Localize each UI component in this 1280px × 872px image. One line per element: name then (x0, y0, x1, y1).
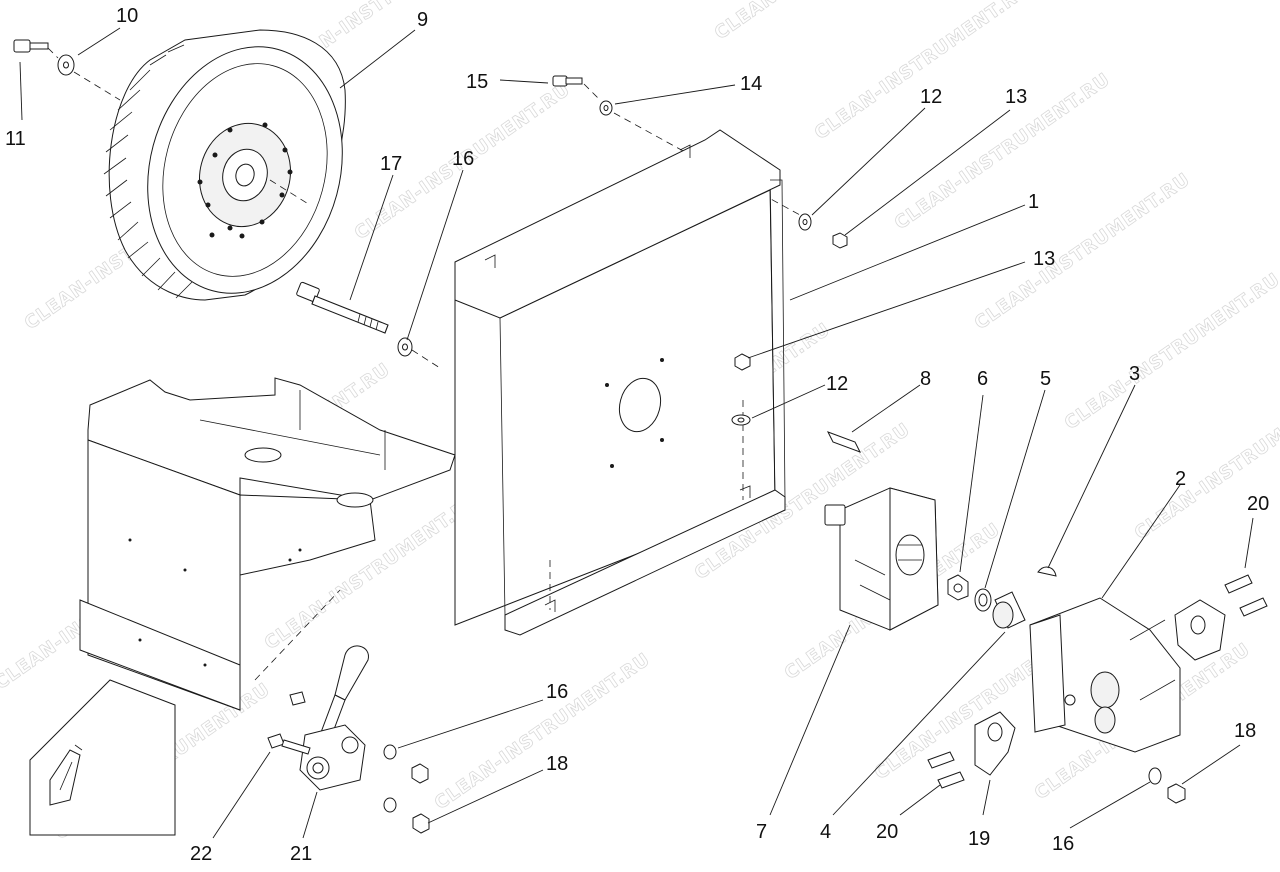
callout-16-top: 16 (452, 148, 474, 170)
watermark-text: CLEAN-INSTRUMENT.RU (711, 0, 934, 44)
screws-20-right (1224, 574, 1268, 617)
callout-18-right: 18 (1234, 720, 1256, 742)
bolt-11 (13, 39, 49, 53)
washer-10 (57, 54, 75, 76)
callout-4: 4 (820, 821, 831, 843)
callout-7: 7 (756, 821, 767, 843)
ring-5 (974, 588, 992, 612)
callout-20-right: 20 (1247, 493, 1269, 515)
washer-16-top (397, 337, 413, 357)
callout-22: 22 (190, 843, 212, 865)
watermark-text: CLEAN-INSTRUMENT.RU (1131, 379, 1280, 544)
callout-21: 21 (290, 843, 312, 865)
nut-13-mid (734, 353, 751, 371)
pump-bracket (824, 487, 939, 631)
watermark-text: CLEAN-INSTRUMENT.RU (1061, 269, 1280, 434)
fitting-right (1174, 599, 1226, 661)
bolt-15 (552, 75, 583, 87)
screws-20-bottom (927, 751, 965, 789)
housing-panel (454, 129, 786, 636)
blower-wheel (103, 29, 346, 301)
nut-6 (947, 574, 969, 601)
hydraulic-pump (1029, 597, 1181, 753)
nut-13-top (832, 232, 848, 249)
callout-13-top: 13 (1005, 86, 1027, 108)
callout-6: 6 (977, 368, 988, 390)
callout-2: 2 (1175, 468, 1186, 490)
callout-20-bottom: 20 (876, 821, 898, 843)
washer-14 (599, 100, 613, 116)
callout-9: 9 (417, 9, 428, 31)
key-3 (1037, 566, 1057, 577)
callouts: 1 2 3 4 5 6 7 8 9 10 11 12 12 13 13 14 1… (5, 5, 1269, 865)
callout-5: 5 (1040, 368, 1051, 390)
axis-line (411, 349, 441, 369)
callout-1: 1 (1028, 191, 1039, 213)
callout-19: 19 (968, 828, 990, 850)
watermark-text: CLEAN-INSTRUMENT.RU (971, 169, 1194, 334)
callout-12-top: 12 (920, 86, 942, 108)
callout-13-mid: 13 (1033, 248, 1055, 270)
valve-21 (267, 645, 369, 791)
washer-12-top (798, 213, 812, 231)
callout-12-mid: 12 (826, 373, 848, 395)
callout-11: 11 (5, 128, 26, 150)
callout-10: 10 (116, 5, 138, 27)
fitting-19 (974, 711, 1016, 776)
callout-8: 8 (920, 368, 931, 390)
callout-15: 15 (466, 71, 488, 93)
callout-18-valve: 18 (546, 753, 568, 775)
key-8 (826, 431, 862, 453)
callout-17: 17 (380, 153, 402, 175)
watermark-text: CLEAN-INSTRUMENT.RU (431, 649, 654, 814)
callout-16-valve: 16 (546, 681, 568, 703)
machine-frame (29, 377, 456, 836)
callout-14: 14 (740, 73, 762, 95)
nuts-18-valve (411, 763, 430, 834)
callout-16-right: 16 (1052, 833, 1074, 855)
washer-16-right (1148, 767, 1162, 785)
leader-lines (19, 27, 1254, 839)
long-bolt-17 (296, 281, 389, 334)
watermark-text: CLEAN-INSTRUMENT.RU (811, 0, 1034, 144)
washer-12-mid (731, 414, 751, 426)
nut-18-right (1167, 783, 1186, 804)
coupling-4 (992, 591, 1026, 629)
callout-3: 3 (1129, 363, 1140, 385)
axis-line (583, 83, 801, 216)
axis-line (47, 47, 311, 206)
washers-16-valve (383, 744, 397, 813)
